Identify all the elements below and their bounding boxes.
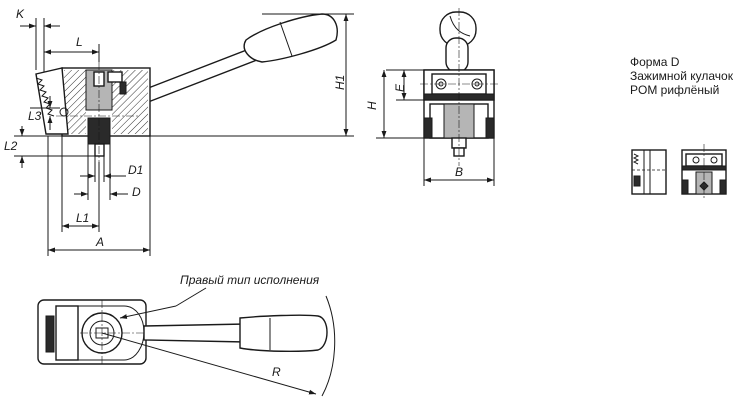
dimension-lines-front (14, 13, 354, 256)
dim-D: D (132, 185, 141, 199)
side-view: E H B (365, 8, 498, 186)
dim-E: E (393, 83, 407, 92)
note-jaw: Зажимной кулачок (630, 69, 734, 83)
dim-H: H (365, 101, 379, 110)
dim-L: L (76, 35, 83, 49)
top-view: R Правый тип исполнения (37, 273, 336, 397)
dim-D1: D1 (128, 163, 143, 177)
dim-H1: H1 (333, 75, 347, 90)
dim-L2: L2 (4, 139, 18, 153)
form-d-thumbnail-side (681, 144, 727, 200)
dim-L1: L1 (76, 211, 89, 225)
note-form: Форма D (630, 55, 680, 69)
front-view: K L H1 L3 L2 D1 D L1 A (4, 7, 354, 256)
form-d-thumbnail-front (631, 149, 667, 195)
note-material: POM рифлёный (630, 83, 719, 97)
dim-B: B (455, 165, 463, 179)
lever-arm (137, 13, 338, 105)
handle-end-view (439, 11, 477, 73)
form-notes: Форма D Зажимной кулачок POM рифлёный (630, 55, 734, 97)
spindle (87, 117, 111, 157)
dim-K: K (16, 7, 25, 21)
dim-A: A (95, 235, 104, 249)
dim-R: R (272, 365, 281, 379)
dim-L3: L3 (28, 109, 42, 123)
callout-right-version: Правый тип исполнения (180, 273, 320, 287)
